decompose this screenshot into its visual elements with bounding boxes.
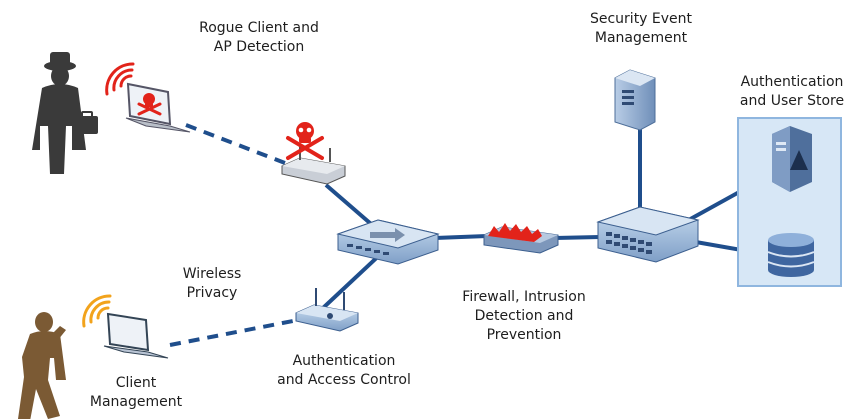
label-firewall-line-3: Prevention bbox=[486, 327, 562, 343]
label-security-event-line-2: Management bbox=[594, 30, 688, 46]
client-user-silhouette-icon bbox=[18, 312, 66, 419]
rogue-laptop-icon bbox=[125, 82, 191, 133]
firewall-icon bbox=[483, 223, 559, 254]
link-rogue-laptop-to-rogue-ap bbox=[185, 123, 286, 165]
label-client-management-line-2: Management bbox=[89, 394, 183, 410]
user-database-icon bbox=[767, 233, 815, 277]
label-authentication-user-store: Authentication and User Store bbox=[740, 73, 844, 111]
link-rogue-ap-to-left-switch bbox=[324, 183, 380, 232]
rogue-access-point-icon bbox=[281, 146, 346, 185]
rogue-user-silhouette-icon bbox=[32, 52, 98, 174]
label-security-event-management: Security Event Management bbox=[590, 10, 692, 48]
skull-crossbones-icon bbox=[286, 122, 324, 160]
security-event-server-icon bbox=[614, 69, 656, 131]
label-client-management-line-1: Client bbox=[115, 375, 157, 391]
link-firewall-to-right-switch bbox=[554, 235, 601, 240]
label-security-event-line-1: Security Event bbox=[589, 11, 693, 27]
link-client-laptop-to-ap bbox=[169, 318, 299, 347]
label-client-management: Client Management bbox=[90, 374, 182, 412]
link-left-switch-to-firewall bbox=[434, 234, 488, 240]
label-wireless-privacy: Wireless Privacy bbox=[183, 265, 242, 303]
label-rogue-detection: Rogue Client and AP Detection bbox=[199, 19, 319, 57]
label-wireless-privacy-line-2: Privacy bbox=[186, 285, 238, 301]
label-rogue-detection-line-1: Rogue Client and bbox=[199, 20, 319, 36]
label-auth-access-line-1: Authentication bbox=[292, 353, 396, 369]
core-switch-icon bbox=[596, 206, 700, 263]
access-point-icon bbox=[295, 288, 359, 332]
label-rogue-detection-line-2: AP Detection bbox=[213, 39, 305, 55]
label-firewall-intrusion: Firewall, Intrusion Detection and Preven… bbox=[462, 288, 585, 345]
authentication-server-icon bbox=[772, 126, 812, 192]
label-firewall-line-1: Firewall, Intrusion bbox=[462, 289, 586, 305]
client-laptop-icon bbox=[103, 312, 169, 359]
label-auth-store-line-1: Authentication bbox=[740, 74, 844, 90]
rogue-laptop-skull-icon bbox=[137, 93, 162, 116]
label-auth-store-line-2: and User Store bbox=[739, 93, 845, 109]
label-firewall-line-2: Detection and bbox=[474, 308, 574, 324]
label-authentication-access-control: Authentication and Access Control bbox=[277, 352, 411, 390]
access-switch-icon bbox=[336, 219, 440, 265]
label-wireless-privacy-line-1: Wireless bbox=[182, 266, 242, 282]
link-left-switch-to-ap bbox=[321, 248, 387, 310]
label-auth-access-line-2: and Access Control bbox=[277, 372, 411, 388]
rogue-wireless-signal-icon bbox=[105, 62, 135, 96]
client-wireless-signal-icon bbox=[82, 294, 112, 328]
